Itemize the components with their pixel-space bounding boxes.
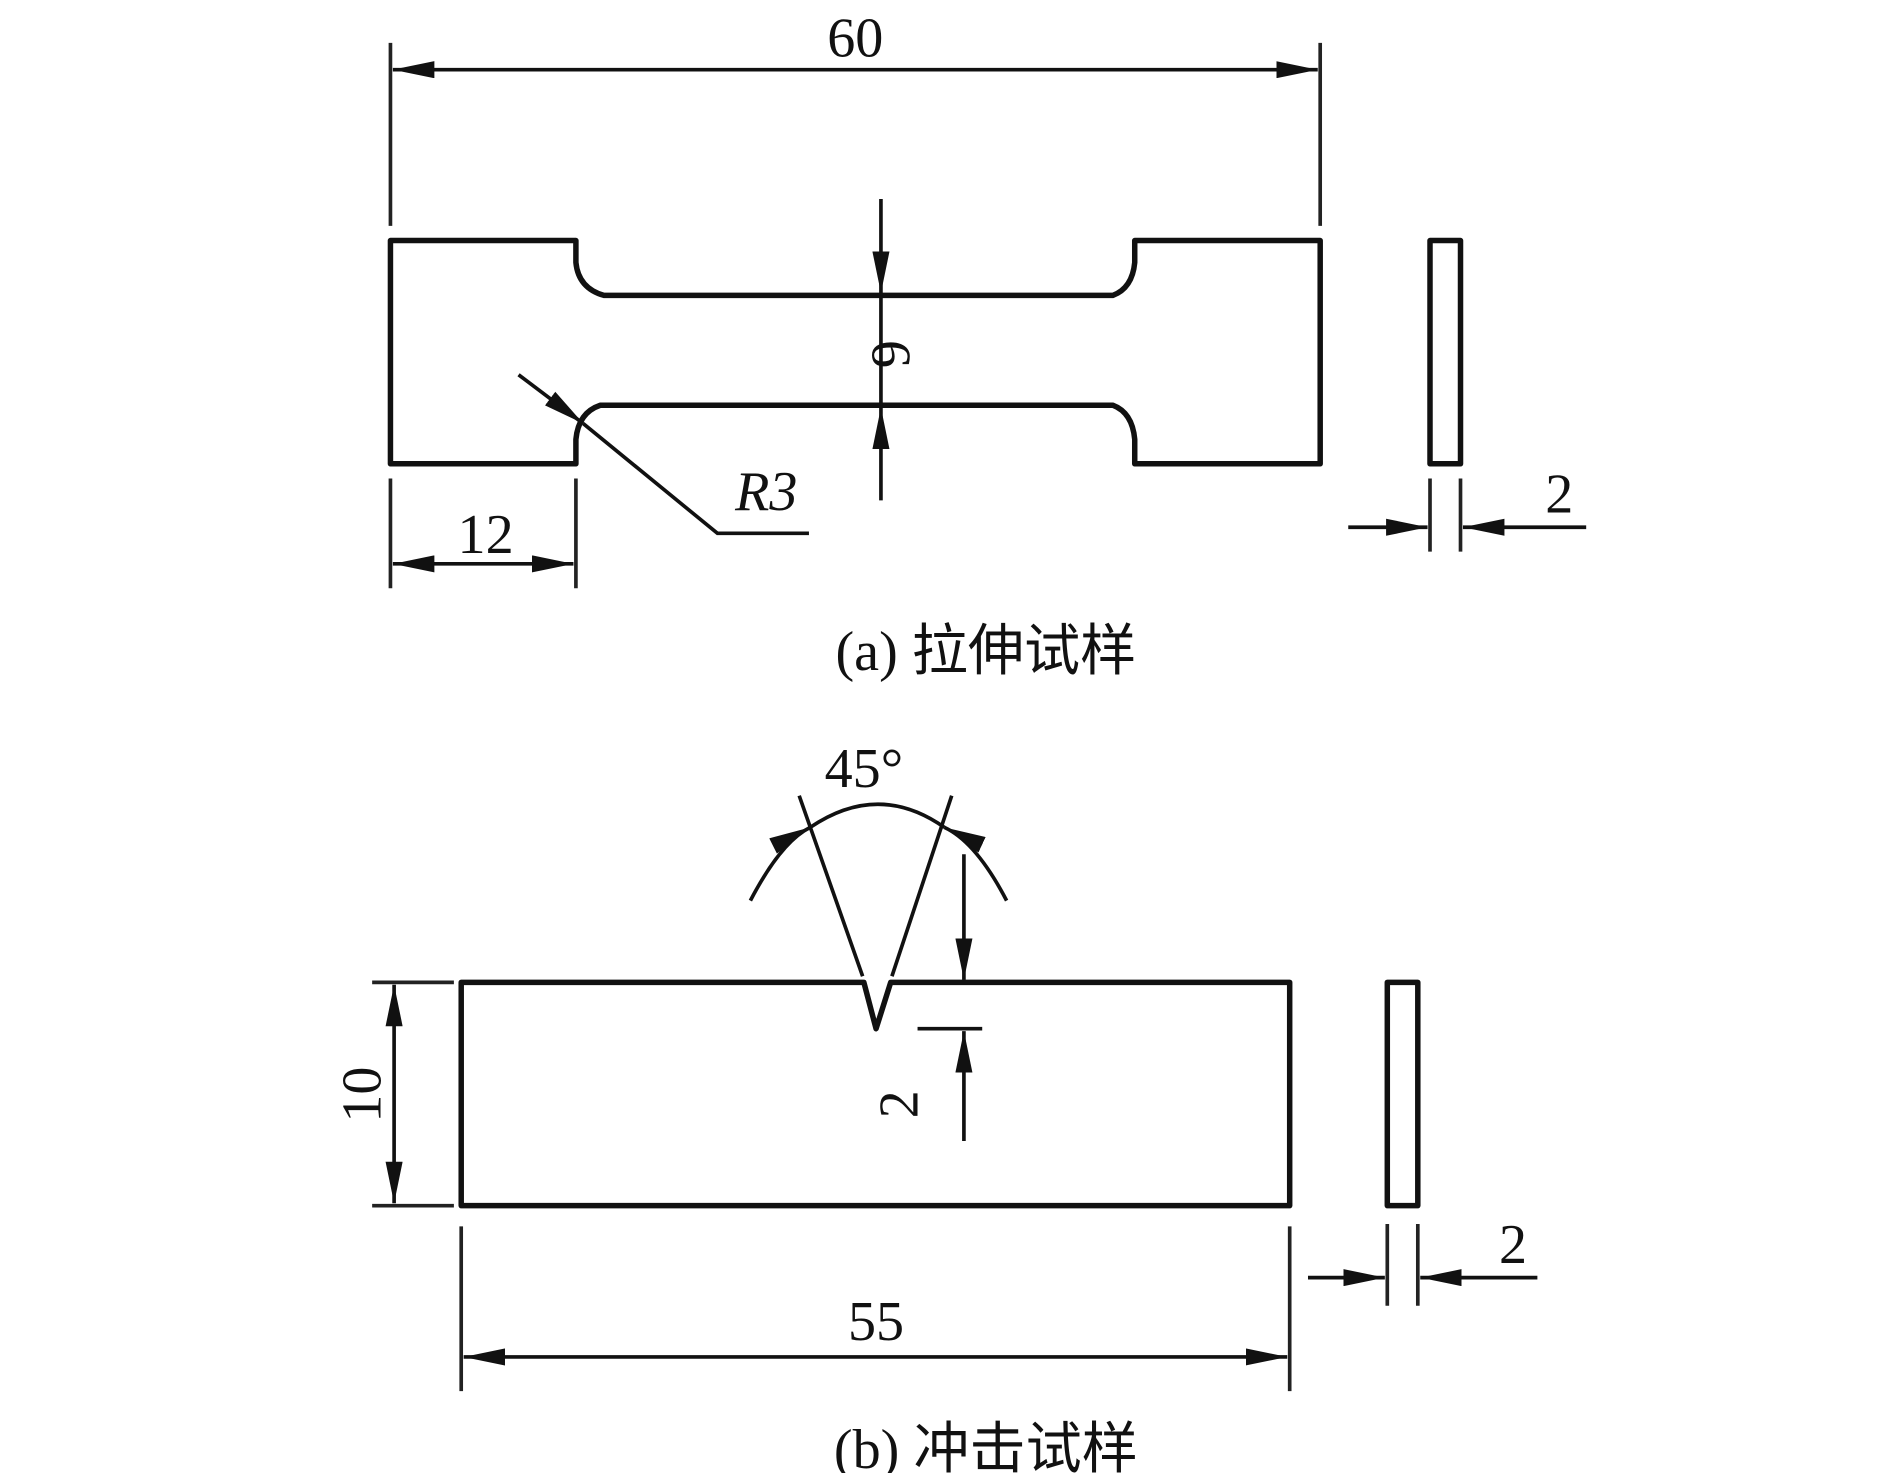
width-label: 6 xyxy=(859,340,921,368)
radius-leader-arrow xyxy=(517,373,585,425)
thickness-label: 2 xyxy=(1499,1214,1527,1276)
notch-angle-line xyxy=(890,795,954,977)
tensile-side-view xyxy=(1427,237,1464,467)
angle-arc-right xyxy=(943,825,1009,902)
notch-depth-label: 2 xyxy=(869,1090,931,1118)
thickness-label: 2 xyxy=(1545,464,1573,526)
grip-label: 12 xyxy=(458,504,514,566)
angle-arc xyxy=(809,802,946,829)
caption-b: (b) 冲击试样 xyxy=(834,1419,1138,1473)
radius-leader-line xyxy=(582,422,809,536)
caption-a: (a) 拉伸试样 xyxy=(835,621,1136,683)
length-label: 60 xyxy=(827,7,883,69)
impact-specimen: 45° 2 10 55 2 (b) 冲击试样 xyxy=(332,738,1538,1473)
impact-outline xyxy=(458,979,1293,1209)
angle-label: 45° xyxy=(825,738,904,800)
tensile-specimen: 60 6 R3 12 2 (a) 拉伸试样 xyxy=(387,7,1587,683)
angle-arc-left xyxy=(748,825,812,902)
radius-label: R3 xyxy=(734,461,797,523)
length-label: 55 xyxy=(848,1291,904,1353)
tensile-outline xyxy=(387,237,1323,467)
notch-angle-line xyxy=(797,795,865,977)
height-label: 10 xyxy=(332,1067,394,1123)
impact-side-view xyxy=(1384,979,1421,1209)
